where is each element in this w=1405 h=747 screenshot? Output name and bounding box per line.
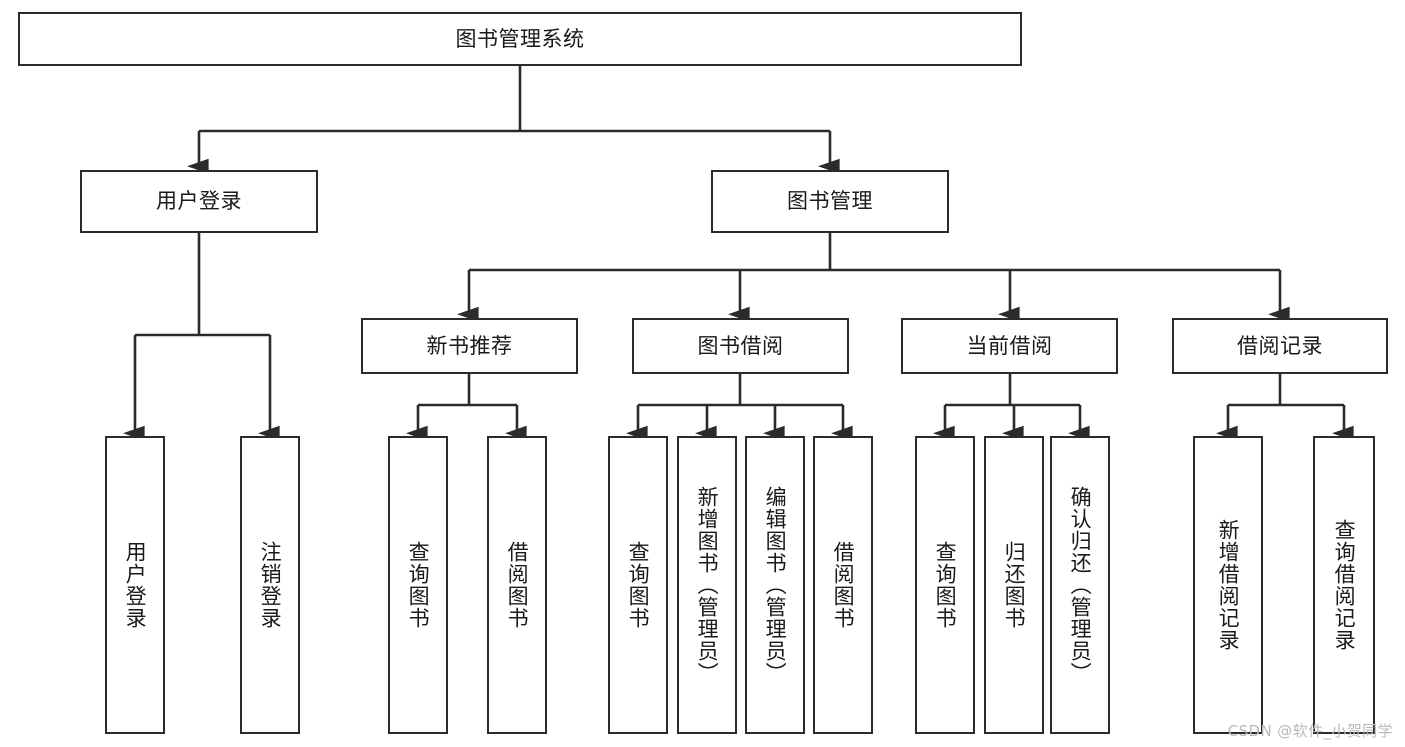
- node-label: 新增借阅记录: [1216, 519, 1241, 651]
- node-label: 用户登录: [123, 541, 148, 629]
- node-new-book-recommend[interactable]: 新书推荐: [361, 318, 578, 374]
- leaf-new-book-query[interactable]: 查询图书: [388, 436, 448, 734]
- node-label: 借阅记录: [1237, 333, 1323, 358]
- leaf-book-borrow-edit[interactable]: 编辑图书（管理员）: [745, 436, 805, 734]
- node-root-book-management-system[interactable]: 图书管理系统: [18, 12, 1022, 66]
- node-label: 用户登录: [156, 189, 242, 214]
- leaf-book-borrow-query[interactable]: 查询图书: [608, 436, 668, 734]
- node-label: 查询图书: [406, 541, 431, 629]
- watermark-text: CSDN @软件_小贺同学: [1227, 722, 1393, 740]
- node-label: 编辑图书（管理员）: [763, 486, 788, 684]
- node-label: 当前借阅: [966, 333, 1053, 358]
- leaf-book-borrow-borrow[interactable]: 借阅图书: [813, 436, 873, 734]
- leaf-current-borrow-return[interactable]: 归还图书: [984, 436, 1044, 734]
- node-label: 确认归还（管理员）: [1068, 486, 1093, 684]
- node-label: 归还图书: [1002, 541, 1027, 629]
- node-user-login[interactable]: 用户登录: [80, 170, 318, 233]
- node-label: 借阅图书: [505, 541, 530, 629]
- node-label: 查询借阅记录: [1332, 519, 1357, 651]
- leaf-current-borrow-query[interactable]: 查询图书: [915, 436, 975, 734]
- node-label: 查询图书: [933, 541, 958, 629]
- node-label: 注销登录: [258, 541, 283, 629]
- node-borrow-record[interactable]: 借阅记录: [1172, 318, 1388, 374]
- node-book-management[interactable]: 图书管理: [711, 170, 949, 233]
- node-book-borrow[interactable]: 图书借阅: [632, 318, 849, 374]
- leaf-user-login[interactable]: 用户登录: [105, 436, 165, 734]
- leaf-book-borrow-add[interactable]: 新增图书（管理员）: [677, 436, 737, 734]
- node-label: 查询图书: [626, 541, 651, 629]
- node-label: 图书管理系统: [455, 26, 585, 51]
- node-label: 图书管理: [787, 189, 873, 214]
- leaf-current-borrow-confirm[interactable]: 确认归还（管理员）: [1050, 436, 1110, 734]
- node-label: 图书借阅: [697, 333, 784, 358]
- node-label: 新书推荐: [426, 333, 513, 358]
- node-current-borrow[interactable]: 当前借阅: [901, 318, 1118, 374]
- node-label: 新增图书（管理员）: [695, 486, 720, 684]
- leaf-new-book-borrow[interactable]: 借阅图书: [487, 436, 547, 734]
- leaf-logout[interactable]: 注销登录: [240, 436, 300, 734]
- leaf-borrow-record-add[interactable]: 新增借阅记录: [1193, 436, 1263, 734]
- leaf-borrow-record-query[interactable]: 查询借阅记录: [1313, 436, 1375, 734]
- node-label: 借阅图书: [831, 541, 856, 629]
